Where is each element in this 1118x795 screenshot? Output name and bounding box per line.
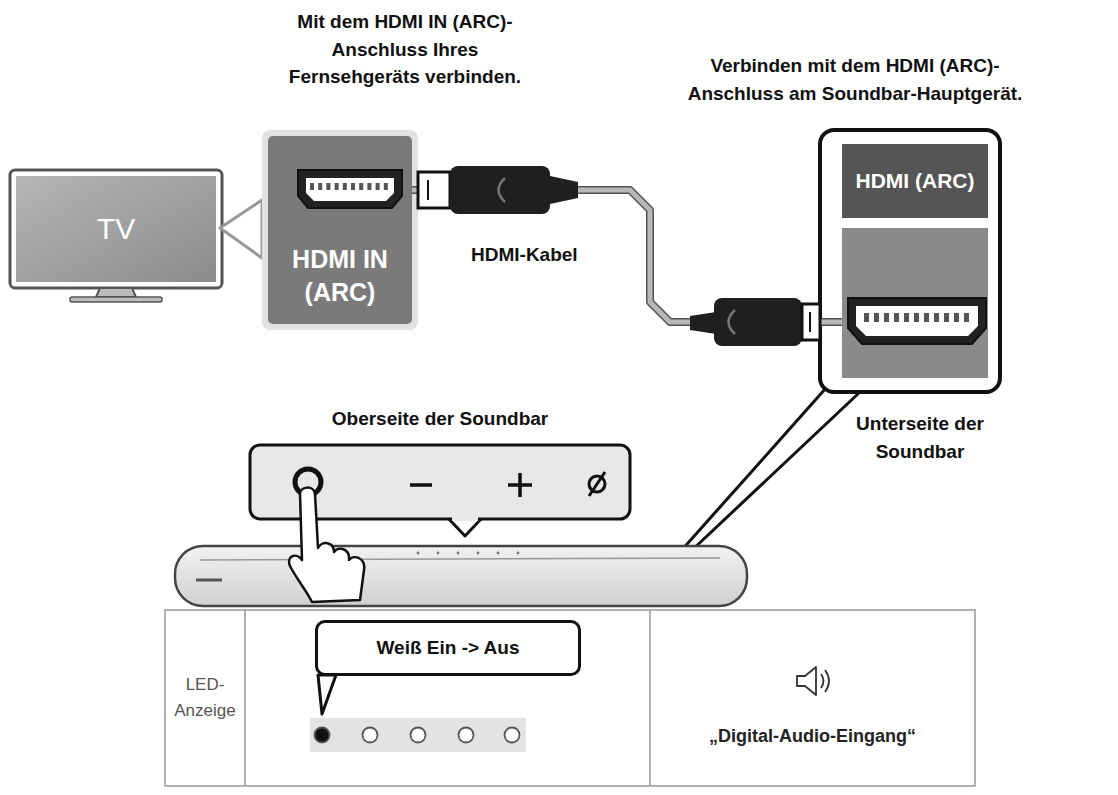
instruction-note: Mit dem HDMI IN (ARC)- Anschluss Ihres F… bbox=[270, 8, 540, 91]
port-panel-inner bbox=[268, 136, 412, 324]
mic-button bbox=[589, 472, 605, 496]
hdmi-plug bbox=[418, 166, 578, 214]
hand bbox=[289, 488, 364, 602]
node-text: TV bbox=[97, 212, 135, 246]
volume-up-button bbox=[508, 473, 532, 497]
led-table bbox=[165, 610, 975, 786]
cable-label: HDMI-Kabel bbox=[468, 244, 581, 266]
callout-pointer bbox=[220, 200, 262, 258]
node-text: HDMI (ARC) bbox=[842, 144, 988, 218]
instruction-note: Verbinden mit dem HDMI (ARC)- Anschluss … bbox=[665, 52, 1045, 107]
port-panel bbox=[842, 228, 988, 378]
node-text: Oberseite der Soundbar bbox=[250, 408, 630, 430]
port-panel bbox=[262, 130, 418, 330]
tv-screen: TV bbox=[16, 176, 216, 282]
leader-line bbox=[680, 388, 860, 552]
port-callout: HDMI IN (ARC) bbox=[268, 136, 412, 324]
port-callout: HDMI (ARC) bbox=[842, 144, 988, 218]
hdmi-port bbox=[298, 170, 402, 208]
table-cell: „Digital-Audio-Eingang“ bbox=[655, 726, 970, 747]
button-panel-callout: Oberseite der Soundbar bbox=[250, 445, 630, 519]
part-label: Unterseite der Soundbar bbox=[840, 410, 1000, 465]
led-dots bbox=[315, 728, 520, 743]
tv-set bbox=[10, 170, 222, 302]
callout-pointer bbox=[318, 675, 336, 714]
node-text: HDMI IN (ARC) bbox=[268, 243, 412, 308]
led-strip bbox=[310, 718, 526, 752]
led-callout: Weiß Ein -> Aus bbox=[315, 620, 581, 676]
hdmi-port bbox=[848, 298, 986, 344]
soundbar bbox=[175, 546, 747, 606]
table-cell: LED-Anzeige bbox=[168, 672, 242, 723]
volume-down-button bbox=[410, 483, 432, 487]
hdmi-plug bbox=[690, 298, 820, 346]
callout-frame bbox=[820, 130, 1000, 392]
speaker-icon bbox=[797, 667, 829, 695]
node-text: Weiß Ein -> Aus bbox=[376, 637, 519, 659]
